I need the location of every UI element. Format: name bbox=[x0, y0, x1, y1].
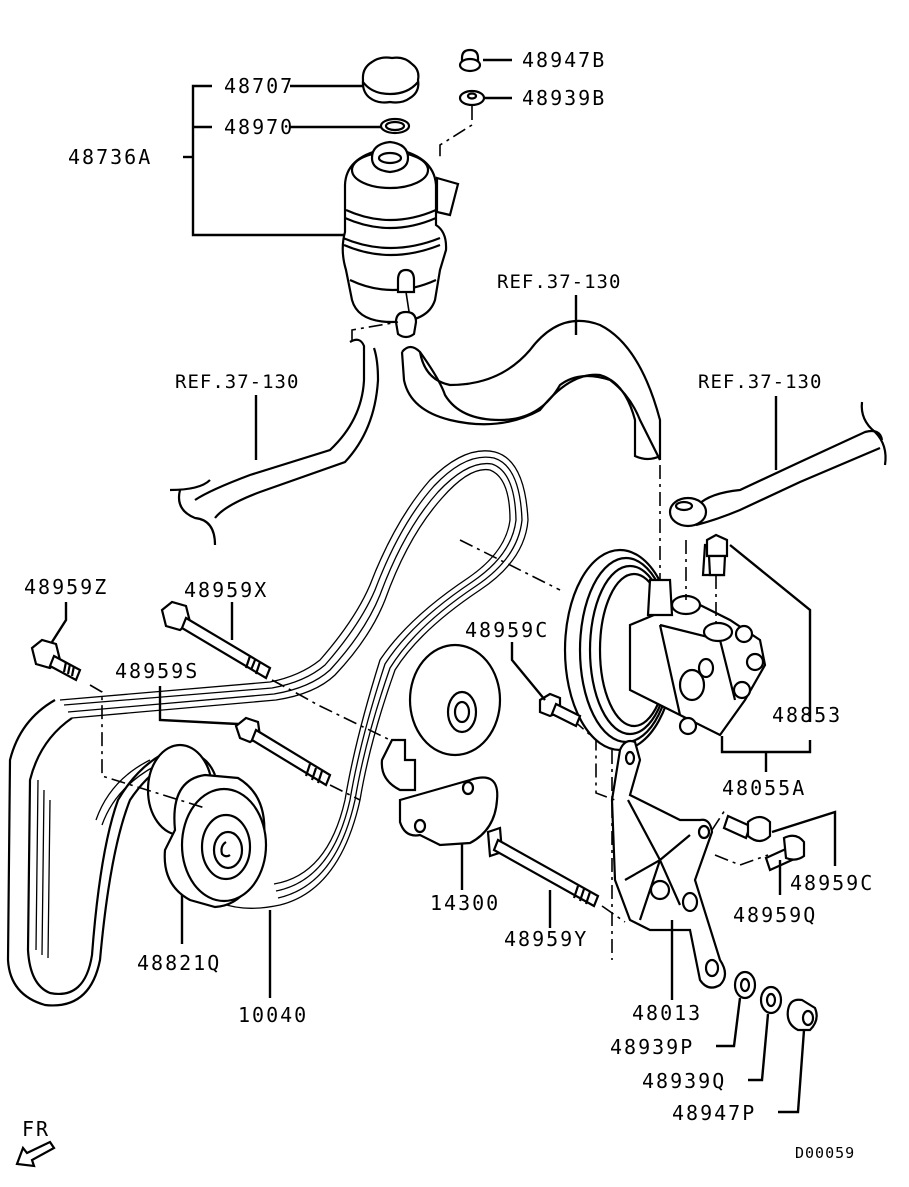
label-48013: 48013 bbox=[632, 1001, 702, 1025]
bolt-48959Y bbox=[486, 826, 600, 908]
label-48959X: 48959X bbox=[184, 578, 268, 602]
pump-center-line bbox=[459, 539, 561, 591]
label-48939P: 48939P bbox=[610, 1035, 694, 1059]
suction-hose bbox=[400, 319, 662, 461]
power-steering-pump bbox=[563, 543, 767, 752]
label-48959Q: 48959Q bbox=[733, 903, 817, 927]
belt-tensioner bbox=[380, 643, 502, 847]
label-48707: 48707 bbox=[224, 74, 294, 98]
label-48947P: 48947P bbox=[672, 1101, 756, 1125]
label-48055A: 48055A bbox=[722, 776, 806, 800]
label-48959Z: 48959Z bbox=[24, 575, 108, 599]
reservoir-nut bbox=[458, 48, 482, 73]
label-48853: 48853 bbox=[772, 703, 842, 727]
label-ref-pressure-hose: REF.37-130 bbox=[698, 371, 822, 393]
label-48959S: 48959S bbox=[115, 659, 199, 683]
reservoir-washer bbox=[458, 89, 486, 107]
label-48939Q: 48939Q bbox=[642, 1069, 726, 1093]
pump-bracket bbox=[610, 739, 727, 989]
label-48736A: 48736A bbox=[68, 145, 152, 169]
label-48939B: 48939B bbox=[522, 86, 606, 110]
front-arrow-icon bbox=[15, 1140, 56, 1168]
idler-pulley bbox=[146, 743, 268, 909]
reservoir-cap bbox=[361, 56, 420, 104]
label-48970: 48970 bbox=[224, 115, 294, 139]
bolt-48959Z bbox=[30, 638, 82, 682]
washer-48939Q bbox=[759, 985, 783, 1015]
nut-48947P bbox=[786, 998, 818, 1032]
diagram-code: D00059 bbox=[795, 1144, 855, 1162]
return-hose bbox=[177, 338, 380, 546]
label-48821Q: 48821Q bbox=[137, 951, 221, 975]
label-48959C-lower: 48959C bbox=[790, 871, 874, 895]
bolt-48959S bbox=[234, 716, 332, 787]
front-direction-indicator: FR bbox=[15, 1117, 56, 1168]
reservoir-assembly-bracket bbox=[191, 84, 345, 237]
reservoir-tank bbox=[341, 140, 460, 339]
bolt-48959X bbox=[160, 600, 272, 680]
label-14300: 14300 bbox=[430, 891, 500, 915]
label-48947B: 48947B bbox=[522, 48, 606, 72]
pump-fitting-48853 bbox=[705, 533, 729, 577]
fr-label: FR bbox=[22, 1117, 50, 1141]
cap-seal bbox=[379, 117, 411, 135]
washer-48939P bbox=[733, 970, 757, 1000]
label-48959Y: 48959Y bbox=[504, 927, 588, 951]
leader-lines bbox=[50, 295, 837, 1114]
label-ref-return-hose: REF.37-130 bbox=[175, 371, 299, 393]
label-ref-suction-hose: REF.37-130 bbox=[497, 271, 621, 293]
bolt-48959C-lower bbox=[722, 814, 772, 843]
bolt-48959Q bbox=[764, 834, 806, 872]
pressure-hose bbox=[668, 401, 887, 528]
label-48959C-upper: 48959C bbox=[465, 618, 549, 642]
label-10040: 10040 bbox=[238, 1003, 308, 1027]
